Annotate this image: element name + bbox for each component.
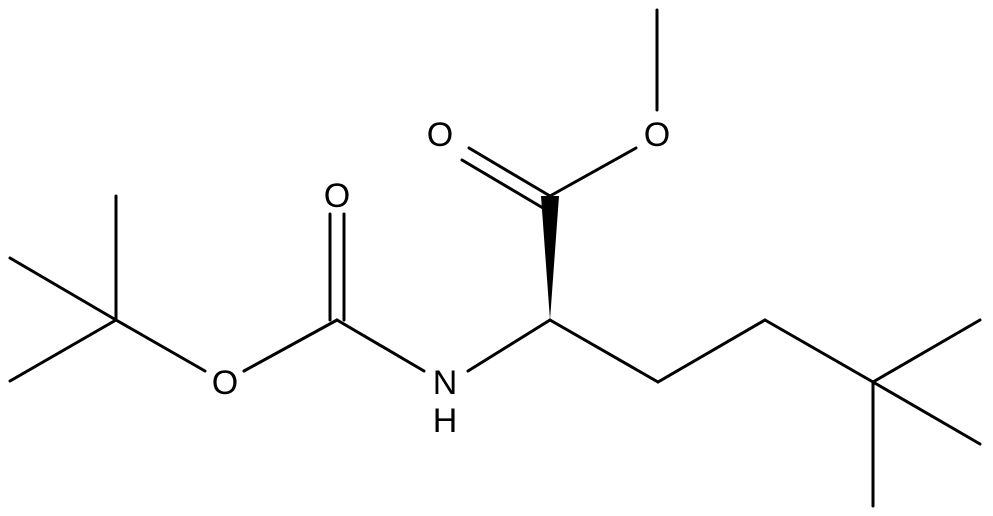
bond-quaternary-c-ch3-right <box>871 380 982 446</box>
bond-ester-c-o-double-2 <box>460 158 545 210</box>
atom-label-amine-n: N <box>433 364 458 402</box>
bond-quaternary-c-ch3-up <box>871 318 982 384</box>
bond-tbu-ch3-upper-left <box>8 256 118 322</box>
bond-ch2-ch2 <box>656 318 767 384</box>
wedge-bond-stereo <box>541 196 559 320</box>
atom-label-ester-o: O <box>644 116 670 154</box>
bond-n-alpha-c <box>466 318 552 373</box>
bond-carbamate-c-n <box>335 318 426 373</box>
bond-tbu-ch3-lower-left <box>8 318 118 383</box>
bond-alpha-c-ch2 <box>548 318 660 384</box>
bond-o-carbamate-c <box>242 318 339 373</box>
bond-ch2-quaternary-c <box>763 318 875 384</box>
bond-ester-c-o-double-1 <box>467 146 552 198</box>
atom-label-amine-h: H <box>433 402 458 440</box>
bond-ester-c-o <box>548 146 638 198</box>
bond-tbu-o <box>114 318 207 373</box>
atom-label-carbamate-o: O <box>212 364 238 402</box>
atom-label-carbamate-carbonyl-o: O <box>324 177 350 215</box>
atom-label-ester-carbonyl-o: O <box>427 116 453 154</box>
